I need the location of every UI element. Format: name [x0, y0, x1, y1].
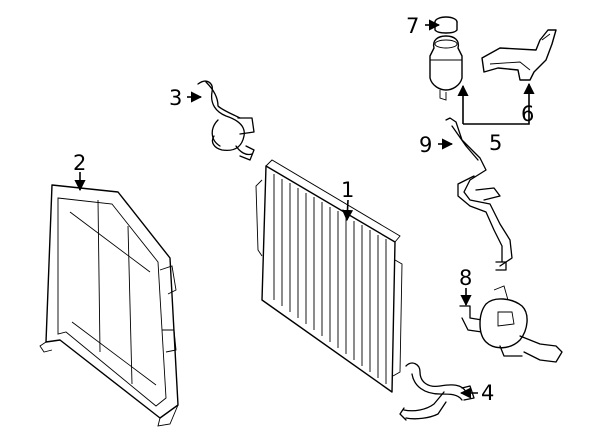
upper-hose-part	[197, 80, 255, 161]
tank-cap-part	[434, 16, 458, 34]
callout-3: 3	[169, 86, 182, 110]
callout-9: 9	[419, 133, 432, 157]
callout-8: 8	[459, 266, 472, 290]
lower-hose-part	[399, 362, 475, 421]
leader-lines	[74, 19, 535, 399]
callout-1: 1	[341, 178, 354, 202]
coolant-line-part	[445, 117, 513, 271]
radiator-frame-part	[39, 184, 179, 427]
tank-bracket-part	[481, 29, 557, 81]
callout-7: 7	[406, 14, 419, 38]
thermostat-housing-part	[459, 285, 563, 363]
expansion-tank-part	[429, 35, 463, 101]
callout-6: 6	[521, 102, 534, 126]
callout-4: 4	[481, 381, 494, 405]
callout-2: 2	[73, 151, 86, 175]
callout-5: 5	[489, 131, 502, 155]
radiator-core-part	[255, 159, 403, 393]
